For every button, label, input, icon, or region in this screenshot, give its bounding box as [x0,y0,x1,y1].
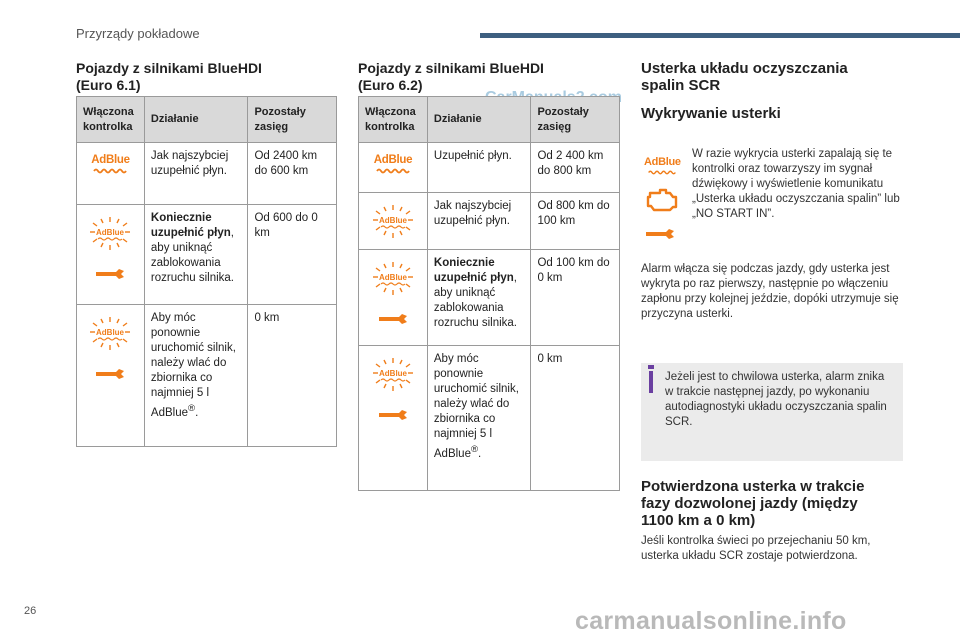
registered-mark: ® [188,403,196,414]
row-action: Koniecznie uzupełnić płyn, aby uniknąć z… [143,204,249,305]
watermark-bottom: carmanualsonline.info [575,607,847,635]
table-euro61: Włączona kontrolka Działanie Pozostały z… [76,96,337,447]
th-dzialanie: Działanie [426,96,532,143]
header-accent-bar [480,33,960,38]
row-range: Od 600 do 0 km [247,204,337,305]
wave-icon [376,168,410,174]
table-row: AdBlue Aby móc ponownie uruchomić silnik… [358,345,620,491]
wrench-icon [96,369,125,379]
row-range: 0 km [530,345,620,491]
adblue-blinking-icon: AdBlue [358,345,428,491]
detect-text: W razie wykrycia usterki zapalają się te… [692,148,900,220]
adblue-icon: AdBlue [76,142,145,205]
col3-subtitle: Wykrywanie usterki [641,105,781,122]
table-row: AdBlue Koniecznie uzupełnić płyn, aby un… [76,204,337,305]
row-range: Od 2400 km do 600 km [247,142,337,205]
action-bold: Koniecznie uzupełnić płyn [150,212,231,239]
row-action: Uzupełnić płyn. [426,142,532,193]
adblue-flashing-icon: AdBlue [90,317,131,350]
row-action: Jak najszybciej uzupełnić płyn. [426,192,532,250]
table-row: AdBlue Koniecznie uzupełnić płyn, aby un… [358,249,620,346]
row-range: Od 100 km do 0 km [530,249,620,346]
info-text: Jeżeli jest to chwilowa usterka, alarm z… [665,371,887,428]
wrench-icon [96,269,125,279]
wave-icon [93,168,128,174]
col2-heading-line2: (Euro 6.2) [358,77,423,93]
row-action: Aby móc ponownie uruchomić silnik, należ… [426,345,532,491]
adblue-icon: AdBlue [358,142,428,193]
row-range: 0 km [247,304,337,447]
svg-text:AdBlue: AdBlue [379,369,408,378]
confirmed-heading: Potwierdzona usterka w trakcie fazy dozw… [641,478,864,529]
wrench-icon [646,229,674,239]
adblue-flashing-icon: AdBlue [90,217,131,250]
th-zasieg: Pozostały zasięg [247,96,337,143]
col3-title-line1: Usterka układu oczyszczania [641,60,848,77]
adblue-flashing-icon: AdBlue [372,358,413,391]
col3-title: Usterka układu oczyszczania spalin SCR [641,60,848,94]
fault-icons: AdBlue [644,152,684,241]
th-kontrolka: Włączona kontrolka [358,96,428,143]
svg-text:AdBlue: AdBlue [379,216,408,225]
action-rest: , aby uniknąć zablokowania rozruchu siln… [150,227,234,284]
action-end: . [478,447,482,460]
action-bold: Koniecznie uzupełnić płyn [433,257,514,284]
col2-heading: Pojazdy z silnikami BlueHDI (Euro 6.2) [358,60,544,94]
th-dzialanie: Działanie [143,96,249,143]
action-rest: , aby uniknąć zablokowania rozruchu siln… [433,272,517,329]
row-range: Od 2 400 km do 800 km [530,142,620,193]
table-row: AdBlue Uzupełnić płyn. Od 2 400 km do 80… [358,142,620,193]
wrench-icon [378,314,407,324]
action-end: . [195,406,199,419]
confirmed-line3: 1100 km a 0 km) [641,512,756,529]
table-row: AdBlue Jak najszybciej uzupełnić płyn. O… [358,192,620,250]
wave-icon [648,170,676,175]
wrench-icon [378,410,407,420]
row-action: Koniecznie uzupełnić płyn, aby uniknąć z… [426,249,532,346]
table-euro62: Włączona kontrolka Działanie Pozostały z… [358,96,620,491]
row-range: Od 800 km do 100 km [530,192,620,250]
table-row: AdBlue Aby móc ponownie uruchomić silnik… [76,304,337,447]
page-number: 26 [24,605,37,617]
confirmed-line1: Potwierdzona usterka w trakcie [641,478,865,495]
info-box: Jeżeli jest to chwilowa usterka, alarm z… [641,363,903,461]
adblue-flashing-icon: AdBlue [372,262,413,295]
adblue-label: AdBlue [91,154,130,166]
adblue-flashing-icon: AdBlue [372,205,413,238]
confirmed-line2: fazy dozwolonej jazdy (między [641,495,858,512]
action-text: Aby móc ponownie uruchomić silnik, należ… [433,353,519,460]
col1-heading: Pojazdy z silnikami BlueHDI (Euro 6.1) [76,60,262,94]
row-action: Aby móc ponownie uruchomić silnik, należ… [143,304,249,447]
th-zasieg: Pozostały zasięg [530,96,620,143]
confirmed-text: Jeśli kontrolka świeci po przejechaniu 5… [641,535,871,562]
adblue-blinking-icon: AdBlue [76,204,145,305]
running-header: Przyrządy pokładowe [76,26,200,41]
adblue-label: AdBlue [373,154,413,166]
action-text: Aby móc ponownie uruchomić silnik, należ… [150,312,236,419]
svg-text:AdBlue: AdBlue [379,273,408,282]
adblue-blinking-icon: AdBlue [76,304,145,447]
registered-mark: ® [470,444,479,455]
alarm-text: Alarm włącza się podczas jazdy, gdy uste… [641,263,899,320]
row-action: Jak najszybciej uzupełnić płyn. [143,142,249,205]
col2-heading-line1: Pojazdy z silnikami BlueHDI [358,60,544,76]
adblue-blinking-icon: AdBlue [358,249,428,346]
th-kontrolka: Włączona kontrolka [76,96,145,143]
col3-title-line2: spalin SCR [641,77,721,94]
table-row: AdBlue Jak najszybciej uzupełnić płyn. O… [76,142,337,205]
adblue-blinking-icon: AdBlue [358,192,428,250]
svg-text:AdBlue: AdBlue [96,328,125,337]
col1-heading-line2: (Euro 6.1) [76,77,141,93]
engine-icon [646,188,678,212]
svg-text:AdBlue: AdBlue [96,228,125,237]
col1-heading-line1: Pojazdy z silnikami BlueHDI [76,60,262,76]
adblue-label: AdBlue [644,156,681,168]
